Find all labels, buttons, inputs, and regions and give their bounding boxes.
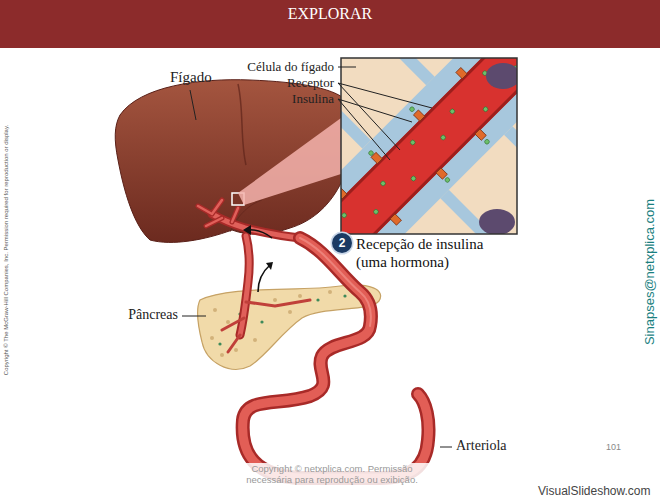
pancreas [197,285,380,369]
site-watermark: VisualSlideshow.com [536,484,653,498]
contact-watermark: Sinapses@netxplica.com [642,199,658,345]
vessel-label: Arteriola [456,438,507,455]
callout-digit: 2 [339,236,346,250]
part-label: Insulina [292,91,334,107]
copyright-watermark: Copyright © netxplica.com. Permissão nec… [228,463,436,486]
liver [115,80,353,243]
copyright-note: Copyright © The McGraw-Hill Companies, I… [3,125,10,375]
step-caption: Recepção de insulina (uma hormona) [356,235,516,271]
organ-label: Pâncreas [128,307,178,324]
part-label: Célula do fígado [247,59,334,75]
slide-title: EXPLORAR [0,5,660,23]
page-number: 101 [606,442,621,453]
title-bar: EXPLORAR [0,0,660,48]
callout-number: 2 [332,233,352,253]
organ-label: Fígado [170,68,212,86]
part-label: Receptor [287,75,334,91]
